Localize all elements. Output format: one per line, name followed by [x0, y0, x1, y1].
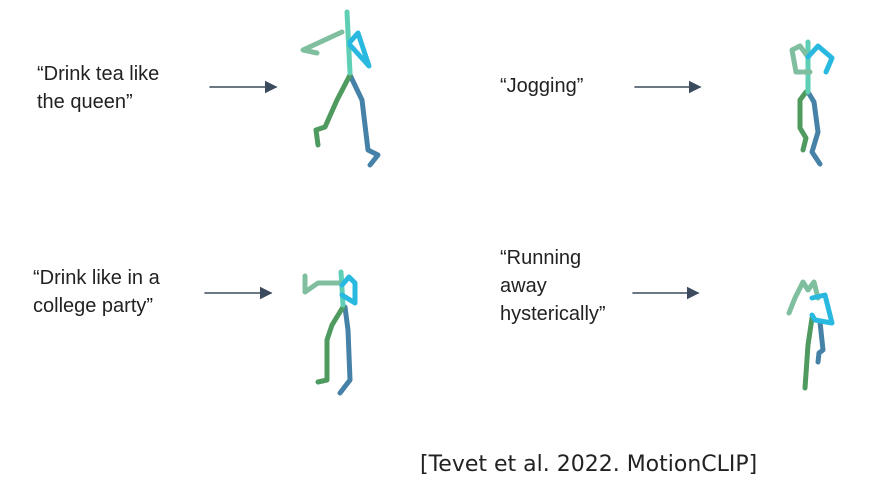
stick-figure-drink-party	[302, 269, 358, 396]
stick-figure-jogging	[789, 39, 835, 167]
prompt-running-away: “Running away hysterically”	[500, 247, 606, 325]
prompt-drink-party: “Drink like in a college party”	[33, 267, 160, 317]
stick-figure-drink-tea	[300, 9, 381, 168]
citation: [Tevet et al. 2022. MotionCLIP]	[420, 452, 758, 477]
prompt-jogging: “Jogging”	[500, 75, 584, 97]
stick-figure-running-away	[786, 279, 835, 391]
prompt-drink-tea: “Drink tea like the queen”	[37, 63, 160, 113]
